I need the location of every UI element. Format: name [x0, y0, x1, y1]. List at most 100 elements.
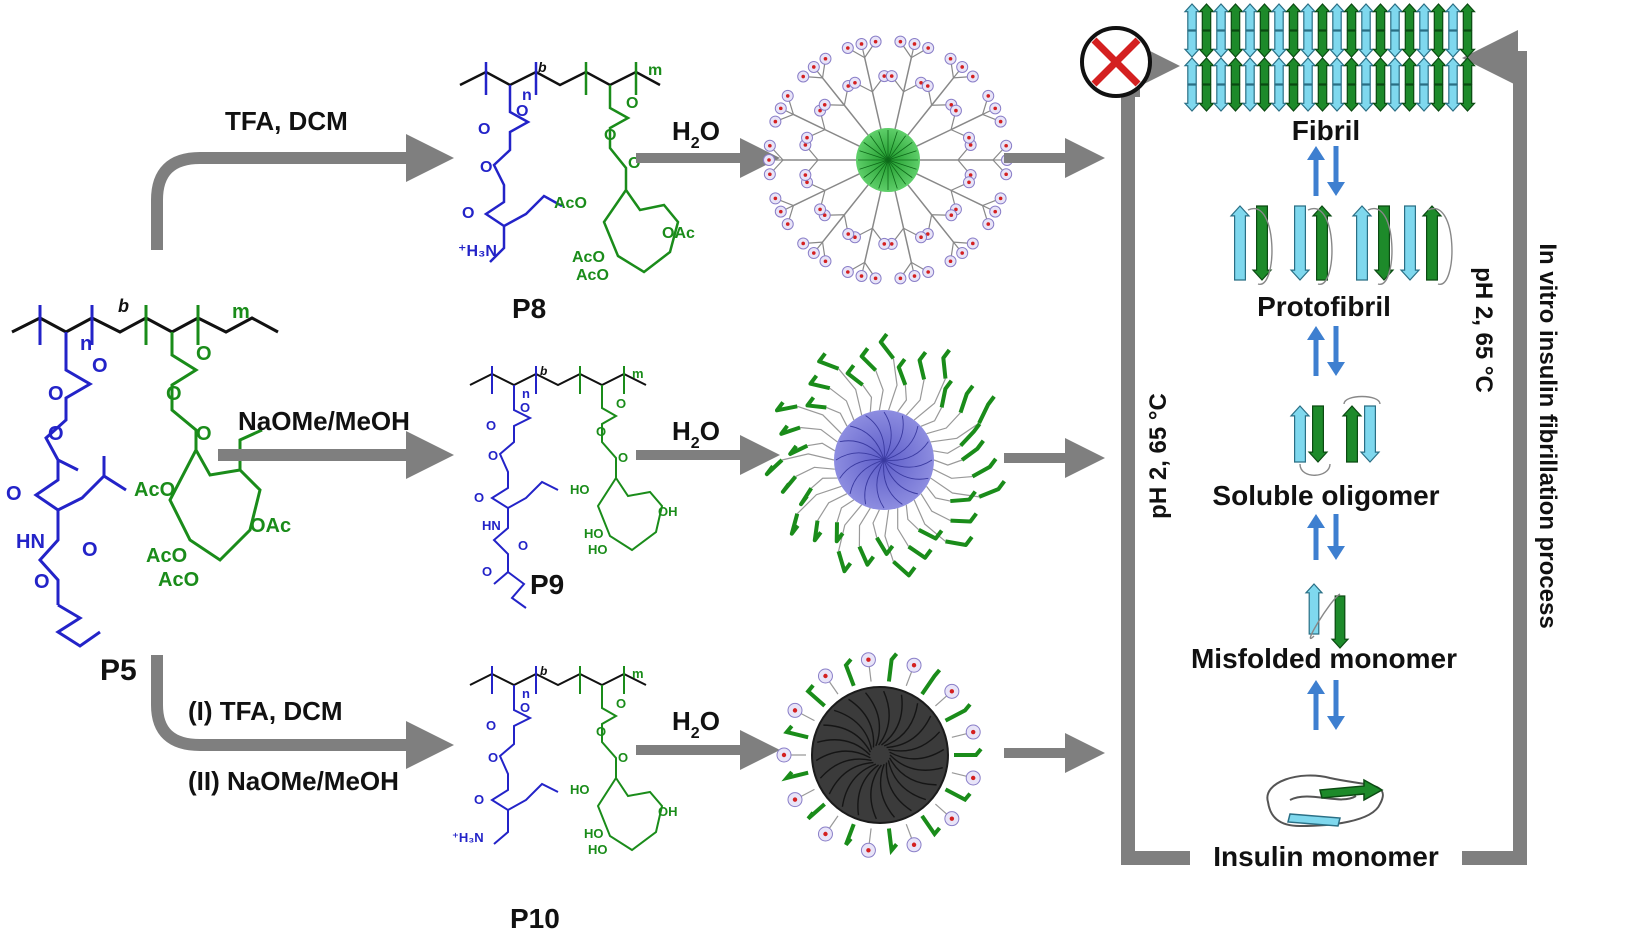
p5-n-label: n [80, 333, 92, 355]
p8-aco-label-2: AcO [572, 249, 605, 266]
p10-label: P10 [510, 903, 560, 934]
equilibrium-arrow-4 [1307, 680, 1345, 730]
p5-o-label-4: O [6, 483, 22, 505]
p10-o-label-7: O [618, 750, 628, 765]
p5-aco-label-3: AcO [158, 569, 199, 591]
route-arrows [151, 134, 454, 769]
insulin-monomer-icon [1266, 774, 1384, 828]
p9-label: P9 [530, 569, 564, 600]
p9-m-label: m [632, 366, 644, 381]
stage-insulin-monomer: Insulin monomer [1213, 841, 1439, 872]
p10-ho-label-2: HO [584, 826, 604, 841]
h2o-label-2: H2O [672, 416, 720, 452]
p8-structure: n m b O O O O ⁺H₃N O O O AcO OAc AcO AcO… [458, 59, 695, 324]
p10-o-label-1: O [520, 700, 530, 715]
p9-o-label-7: O [616, 396, 626, 411]
p8-oac-label: OAc [662, 225, 695, 242]
h2o-label-3: H2O [672, 706, 720, 742]
p8-o-label-5: O [626, 95, 638, 112]
fibrillation-loop [1121, 29, 1527, 865]
condition-right: pH 2, 65 °C [1470, 267, 1497, 393]
svg-text:H2O: H2O [672, 706, 720, 742]
reagent-route3b: (II) NaOMe/MeOH [188, 766, 399, 796]
p9-o-label-3: O [488, 448, 498, 463]
p5-o-label-3: O [48, 423, 64, 445]
stage-fibril: Fibril [1292, 115, 1360, 146]
p8-o-label-1: O [516, 103, 528, 120]
process-label: In vitro insulin fibrillation process [1534, 243, 1561, 628]
p9-n-label: n [522, 386, 530, 401]
stage-soluble-oligomer: Soluble oligomer [1212, 480, 1439, 511]
p9-ho-label-3: HO [588, 542, 608, 557]
p9-o-label-1: O [520, 400, 530, 415]
p10-b-label: b [540, 664, 547, 678]
p9-hn-label: HN [482, 518, 501, 533]
p8-label: P8 [512, 293, 546, 324]
p9-structure: n m b O O O O HN O O O O O HO OH HO HO P… [469, 364, 678, 609]
p5-o-label-9: O [196, 423, 212, 445]
p9-o-label-5: O [518, 538, 528, 553]
p10-o-label-2: O [486, 718, 496, 733]
p9-o-label-4: O [474, 490, 484, 505]
h2o-label-1: H2O [672, 116, 720, 152]
p5-label: P5 [100, 654, 137, 687]
inhibition-arrows [1004, 138, 1105, 773]
p5-aco-label-1: AcO [134, 479, 175, 501]
stage-protofibril: Protofibril [1257, 291, 1391, 322]
p5-o-label-1: O [92, 355, 108, 377]
p8-aco-label-1: AcO [554, 195, 587, 212]
p5-o-label-5: O [82, 539, 98, 561]
p9-ho-label-1: HO [570, 482, 590, 497]
p5-o-label-6: O [34, 571, 50, 593]
p8-b-label: b [538, 59, 547, 75]
p9-ho-label-2: HO [584, 526, 604, 541]
dark-core-micelle-icon [776, 652, 983, 858]
glycan-micelle-icon [764, 332, 1006, 578]
h2o-arrows [636, 138, 780, 770]
p9-o-label-9: O [618, 450, 628, 465]
equilibrium-arrow-3 [1307, 514, 1345, 560]
equilibrium-arrows [1307, 146, 1345, 730]
p10-ho-label-1: HO [570, 782, 590, 797]
fibril-icon [1183, 3, 1476, 112]
svg-text:H2O: H2O [672, 416, 720, 452]
p10-h3n-label: ⁺H₃N [452, 830, 484, 845]
p5-structure: n m b O O O O HN O O O O O AcO OAc AcO A… [6, 296, 291, 687]
p5-aco-label-2: AcO [146, 545, 187, 567]
p8-o-label-6: O [604, 127, 616, 144]
p10-o-label-3: O [488, 750, 498, 765]
p5-m-label: m [232, 301, 250, 323]
cationic-micelle-icon [763, 35, 1013, 285]
p8-o-label-2: O [478, 121, 490, 138]
reagent-route2: NaOMe/MeOH [238, 406, 410, 436]
p9-o-label-6: O [482, 564, 492, 579]
p8-o-label-4: O [462, 205, 474, 222]
p5-b-label: b [118, 296, 129, 316]
p8-n-label: n [522, 87, 532, 104]
reagent-route3a: (I) TFA, DCM [188, 696, 343, 726]
p10-o-label-5: O [616, 696, 626, 711]
p8-aco-label-3: AcO [576, 267, 609, 284]
p10-oh-label: OH [658, 804, 678, 819]
stage-misfolded-monomer: Misfolded monomer [1191, 643, 1457, 674]
p9-b-label: b [540, 364, 547, 378]
protofibril-icon [1229, 205, 1453, 285]
p5-o-label-8: O [166, 383, 182, 405]
p8-o-label-3: O [480, 159, 492, 176]
svg-text:H2O: H2O [672, 116, 720, 152]
inhibit-x-icon [1080, 26, 1152, 98]
p5-hn-label: HN [16, 531, 45, 553]
p10-ho-label-3: HO [588, 842, 608, 857]
p5-oac-label: OAc [250, 515, 291, 537]
p5-o-label-2: O [48, 383, 64, 405]
condition-left: pH 2, 65 °C [1145, 393, 1172, 519]
equilibrium-arrow-1 [1307, 146, 1345, 196]
p9-oh-label: OH [658, 504, 678, 519]
p5-o-label-7: O [196, 343, 212, 365]
soluble-oligomer-icon [1289, 395, 1381, 476]
p8-m-label: m [648, 62, 662, 79]
p10-o-label-4: O [474, 792, 484, 807]
equilibrium-arrow-2 [1307, 326, 1345, 376]
